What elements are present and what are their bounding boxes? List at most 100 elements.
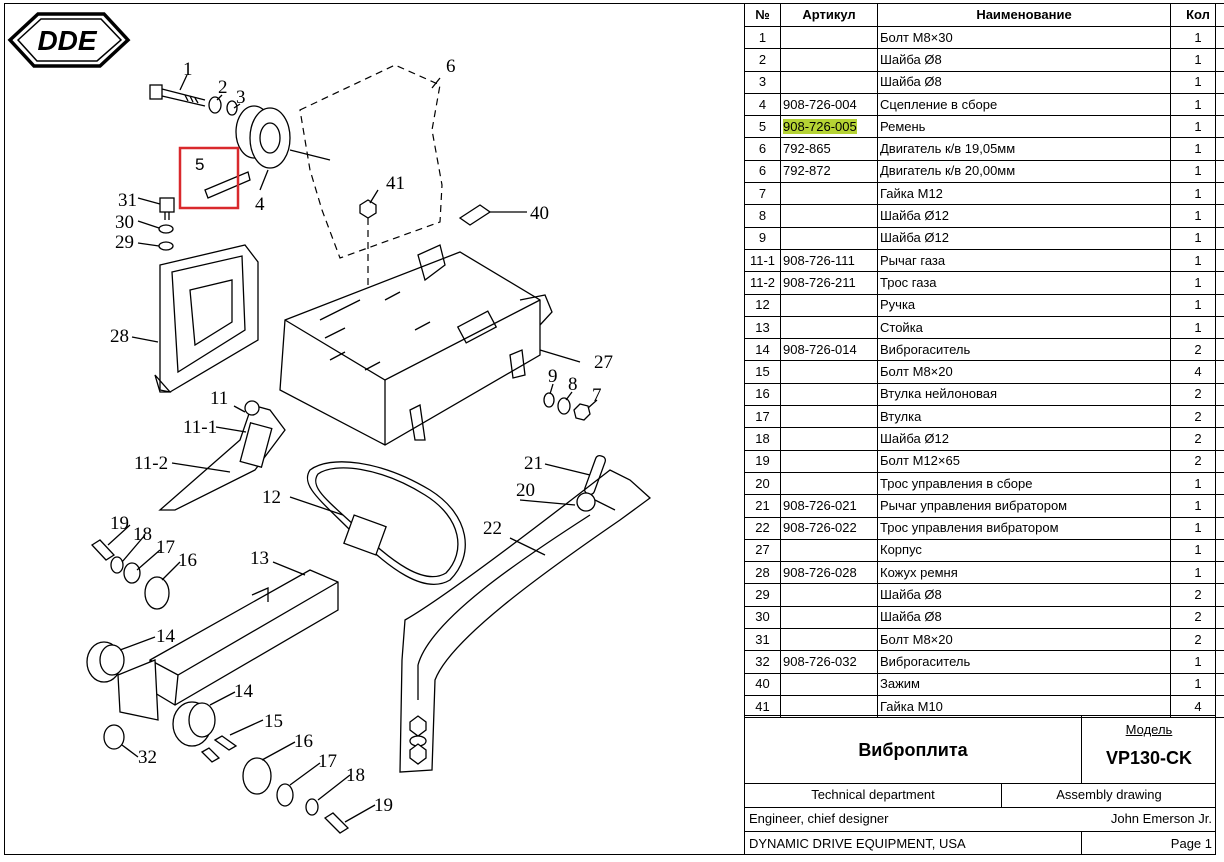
callout-18-upper: 18 (133, 524, 152, 545)
callout-3: 3 (236, 87, 246, 108)
cell-article (780, 48, 878, 72)
cell-name: Ручка (877, 293, 1171, 317)
department: Technical department (811, 787, 935, 802)
cell-article: 908-726-021 (780, 494, 878, 518)
cell-article (780, 628, 878, 652)
cell-name: Рычаг управления вибратором (877, 494, 1171, 518)
cell-no: 11-2 (744, 271, 781, 295)
cell-qty: 1 (1170, 538, 1224, 563)
cell-no: 6 (744, 159, 781, 184)
cell-qty: 1 (1170, 293, 1224, 317)
cell-name: Шайба Ø8 (877, 605, 1171, 630)
cell-no: 29 (744, 583, 781, 607)
cell-qty: 2 (1170, 628, 1224, 652)
cell-no: 27 (744, 538, 781, 563)
cell-no: 41 (744, 694, 781, 719)
drawing-type: Assembly drawing (1056, 787, 1162, 802)
cell-qty: 2 (1170, 382, 1224, 407)
cell-qty: 1 (1170, 672, 1224, 696)
cell-qty: 1 (1170, 25, 1224, 50)
callout-6: 6 (446, 56, 456, 77)
callout-1: 1 (183, 59, 193, 80)
cell-name: Болт М8×20 (877, 360, 1171, 384)
column-13 (117, 569, 339, 721)
cell-no: 31 (744, 628, 781, 652)
cell-qty: 1 (1170, 561, 1224, 585)
housing-27 (279, 244, 553, 446)
cell-qty: 1 (1170, 471, 1224, 496)
callout-9: 9 (548, 366, 558, 387)
cell-qty: 1 (1170, 159, 1224, 184)
cell-article (780, 672, 878, 696)
clamp-40 (458, 204, 492, 226)
bolt-31 (159, 197, 175, 220)
cell-article: 908-726-211 (780, 271, 878, 295)
cell-article (780, 360, 878, 384)
belt-guard-28 (154, 244, 259, 393)
cell-name: Стойка (877, 315, 1171, 340)
callout-17-lower: 17 (318, 751, 337, 772)
cell-article (780, 25, 878, 50)
cell-article: 908-726-014 (780, 338, 878, 362)
callout-19-upper: 19 (110, 513, 129, 534)
page-number: Page 1 (1170, 836, 1212, 851)
callout-7: 7 (592, 385, 602, 406)
cell-no: 5 (744, 115, 781, 139)
header-qty: Кол (1170, 3, 1224, 27)
cell-article (780, 471, 878, 496)
cell-no: 2 (744, 48, 781, 72)
bolt-15-b (200, 747, 221, 763)
cell-qty: 2 (1170, 427, 1224, 451)
cell-qty: 1 (1170, 137, 1224, 161)
cell-no: 28 (744, 561, 781, 585)
cell-no: 21 (744, 494, 781, 518)
cell-qty: 1 (1170, 248, 1224, 273)
engine-outline (299, 64, 443, 259)
cell-qty: 2 (1170, 449, 1224, 473)
cell-qty: 2 (1170, 605, 1224, 630)
callout-14-upper: 14 (156, 626, 176, 647)
callout-27: 27 (594, 352, 613, 373)
cell-qty: 2 (1170, 583, 1224, 607)
callout-16-lower: 16 (294, 731, 313, 752)
handle-12 (306, 461, 466, 585)
cell-qty: 1 (1170, 650, 1224, 674)
cell-no: 30 (744, 605, 781, 630)
cell-no: 4 (744, 92, 781, 117)
cell-article: 792-865 (780, 137, 878, 161)
callout-14-lower: 14 (234, 681, 254, 702)
callout-32: 32 (138, 747, 157, 768)
cell-name: Виброгаситель (877, 650, 1171, 674)
cell-name: Трос газа (877, 271, 1171, 295)
cell-article: 908-726-005 (780, 115, 878, 139)
cell-name: Зажим (877, 672, 1171, 696)
callout-16-upper: 16 (178, 550, 197, 571)
callout-8: 8 (568, 374, 578, 395)
clutch-4 (235, 105, 331, 169)
cell-no: 1 (744, 25, 781, 50)
table-header-row: № Артикул Наименование Кол (744, 3, 1224, 27)
engineer-role: Engineer, chief designer (749, 811, 889, 826)
cell-qty: 1 (1170, 516, 1224, 540)
dde-logo: DDE (7, 12, 131, 68)
cell-name: Сцепление в сборе (877, 92, 1171, 117)
cell-article (780, 449, 878, 473)
cell-article (780, 605, 878, 630)
company-name: DYNAMIC DRIVE EQUIPMENT, USA (749, 836, 966, 851)
callout-5: 5 (195, 155, 204, 174)
header-no: № (744, 3, 781, 27)
callout-17-upper: 17 (156, 537, 175, 558)
cell-name: Шайба Ø12 (877, 226, 1171, 250)
